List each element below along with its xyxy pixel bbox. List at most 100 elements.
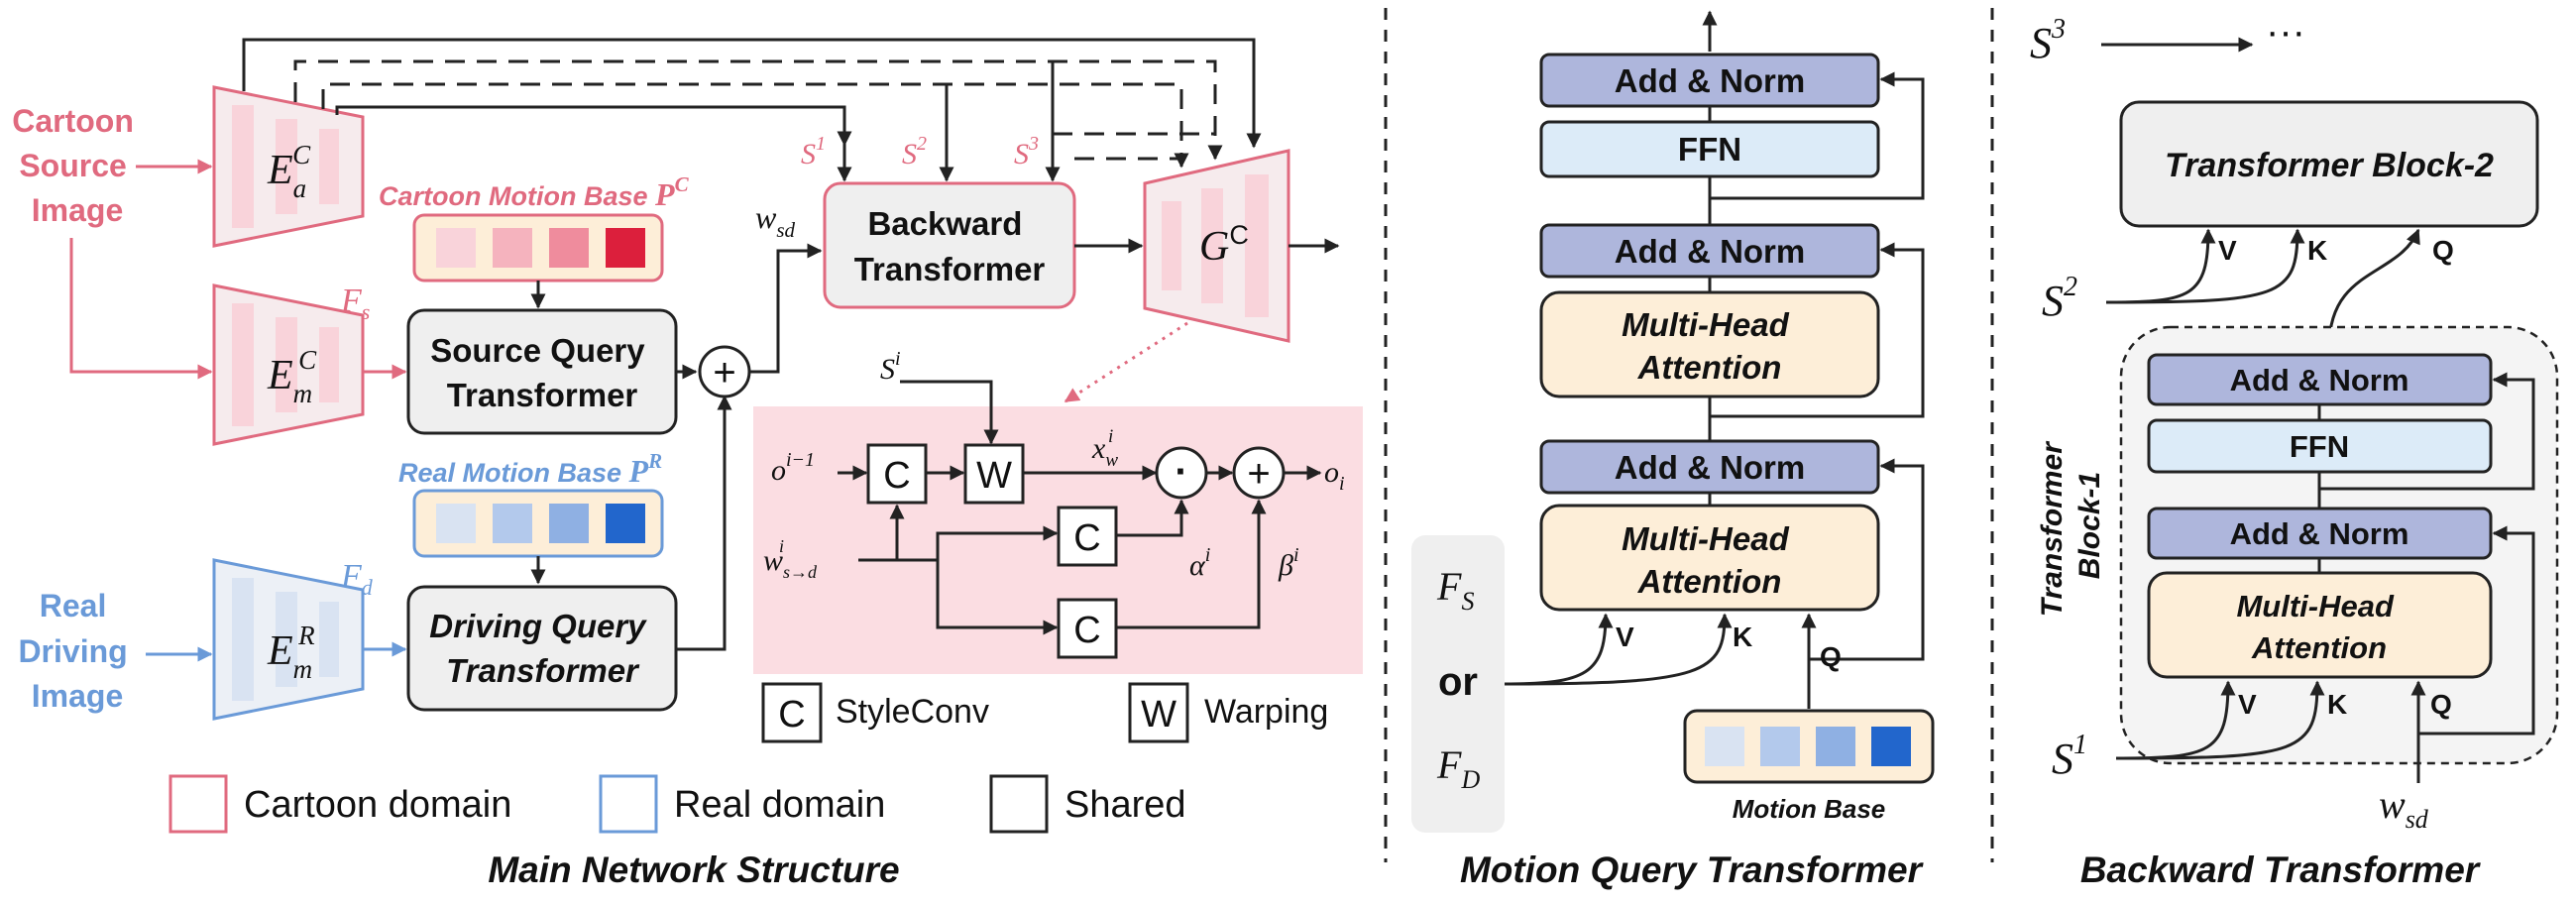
bt-ellipsis: ··· — [2266, 10, 2305, 54]
svg-text:GC: GC — [1199, 220, 1249, 270]
bt-k1-label: K — [2327, 689, 2347, 720]
svg-text:or: or — [1438, 660, 1478, 704]
mqt-add-norm-2: Add & Norm — [1539, 223, 1880, 279]
s2-label: S2 — [902, 133, 927, 170]
bt-q1-label: Q — [2430, 689, 2452, 720]
backward-transformer: Backward Transformer — [823, 181, 1076, 309]
alpha-label: αi — [1189, 544, 1210, 582]
mqt-add-norm-1: Add & Norm — [1539, 439, 1880, 495]
mqt-v-label: V — [1616, 622, 1634, 652]
svg-text:Warping: Warping — [1204, 693, 1328, 731]
bt-block-2: Transformer Block-2 — [2119, 100, 2539, 228]
svg-text:Shared: Shared — [1064, 784, 1186, 826]
svg-text:Motion Base: Motion Base — [1733, 794, 1886, 824]
bt-ffn: FFN — [2147, 418, 2493, 474]
ws-d-label: ws→di — [763, 536, 818, 582]
svg-text:C: C — [1073, 517, 1100, 559]
bt-k2-label: K — [2307, 235, 2327, 266]
svg-text:·: · — [1175, 450, 1187, 494]
bt-add-norm-1: Add & Norm — [2147, 507, 2493, 560]
mqt-ffn: FFN — [1539, 120, 1880, 178]
svg-text:C: C — [1073, 610, 1100, 651]
caption-main: Main Network Structure — [488, 849, 899, 890]
real-motion-base — [412, 489, 664, 558]
cartoon-motion-base-label: Cartoon Motion Base PC — [379, 172, 690, 212]
legend-shared: Shared — [989, 774, 1186, 834]
bt-add-norm-2: Add & Norm — [2147, 353, 2493, 406]
svg-text:EaC: EaC — [267, 140, 311, 203]
mqt-input-panel: FS or FD — [1411, 535, 1505, 833]
driving-query-transformer: Driving Query Transformer — [406, 585, 678, 712]
source-query-transformer: Source Query Transformer — [406, 308, 678, 435]
oi-label: oi — [1324, 456, 1345, 495]
svg-text:Cartoon domain: Cartoon domain — [244, 784, 511, 826]
fs-label: Fs — [340, 283, 370, 324]
legend-real-domain: Real domain — [599, 774, 885, 834]
bt-s2-label: S2 — [2042, 272, 2077, 325]
svg-text:W: W — [976, 455, 1012, 497]
mqt-k-label: K — [1733, 622, 1752, 652]
add-node: + — [1232, 446, 1286, 500]
caption-bt: Backward Transformer — [2080, 849, 2482, 890]
svg-text:Driving Query Transforme: Driving Query Transformer — [429, 608, 654, 689]
legend-cartoon-domain: Cartoon domain — [168, 774, 511, 834]
cartoon-source-label: Cartoon Source Image — [12, 103, 143, 228]
bt-v2-label: V — [2218, 235, 2237, 266]
styleconv-block-1: C — [866, 443, 928, 505]
mqt-self-attention: Multi-Head Attention — [1539, 504, 1880, 612]
svg-text:FS: FS — [1436, 564, 1474, 616]
appearance-encoder: EaC — [212, 85, 365, 248]
caption-mqt: Motion Query Transformer — [1460, 849, 1925, 890]
mqt-q-label: Q — [1820, 641, 1842, 672]
svg-text:FD: FD — [1436, 742, 1480, 794]
bt-attention: Multi-Head Attention — [2147, 571, 2493, 679]
svg-text:Add & Norm: Add & Norm — [1615, 62, 1806, 99]
wsd-label: wsd — [755, 199, 796, 242]
svg-text:+: + — [713, 351, 735, 395]
warping-block: W — [963, 443, 1025, 505]
svg-text:Multi-Head Attention: Multi-Head Attention — [2236, 589, 2402, 665]
svg-text:C: C — [883, 455, 910, 497]
svg-text:Multi-Head Attention: Multi-Head Attention — [1622, 520, 1798, 600]
svg-text:C: C — [778, 694, 805, 736]
svg-text:Multi-Head Attention: Multi-Head Attention — [1622, 306, 1798, 386]
svg-text:Source Query Transformer: Source Query Transformer — [430, 332, 654, 413]
svg-text:EmC: EmC — [267, 345, 317, 408]
bt-v1-label: V — [2238, 689, 2257, 720]
sum-node: + — [698, 345, 751, 398]
mqt-motion-base: Motion Base — [1683, 709, 1935, 824]
si-label: Si — [880, 348, 901, 386]
styleconv-block-3: C — [1057, 598, 1118, 659]
real-driving-label: Real Driving Image — [18, 588, 136, 714]
svg-text:StyleConv: StyleConv — [836, 693, 989, 731]
xwi-label: xwi — [1091, 426, 1118, 471]
fd-label: Fd — [340, 558, 374, 600]
svg-text:Add & Norm: Add & Norm — [2230, 363, 2409, 397]
cartoon-motion-base — [412, 213, 664, 283]
cartoon-motion-encoder: EmC — [212, 283, 365, 446]
oi-1-label: oi−1 — [771, 449, 815, 487]
svg-text:W: W — [1141, 694, 1176, 736]
bt-block-1-label: Transformer Block-1 — [2036, 434, 2106, 618]
bt-s1-label: S1 — [2052, 730, 2087, 783]
real-motion-encoder: EmR — [212, 558, 365, 721]
mqt-add-norm-3: Add & Norm — [1539, 53, 1880, 108]
svg-text:EmR: EmR — [267, 621, 315, 684]
svg-text:Add & Norm: Add & Norm — [1615, 233, 1806, 270]
s1-label: S1 — [801, 133, 826, 170]
s3-label: S3 — [1014, 133, 1039, 170]
svg-text:Real domain: Real domain — [674, 784, 885, 826]
svg-text:Add & Norm: Add & Norm — [2230, 516, 2409, 551]
legend-warping: W Warping — [1128, 682, 1328, 743]
mqt-cross-attention: Multi-Head Attention — [1539, 290, 1880, 398]
generator: GC — [1143, 149, 1290, 343]
legend-styleconv: C StyleConv — [761, 682, 989, 743]
bt-wsd-label: wsd — [2379, 782, 2429, 834]
svg-text:Backward Transformer: Backward Transformer — [854, 205, 1046, 287]
bt-s3-label: S3 — [2030, 14, 2066, 67]
svg-text:+: + — [1247, 452, 1270, 496]
svg-text:FFN: FFN — [1678, 131, 1741, 168]
real-motion-base-label: Real Motion Base PR — [398, 449, 662, 489]
svg-text:Add & Norm: Add & Norm — [1615, 449, 1806, 486]
